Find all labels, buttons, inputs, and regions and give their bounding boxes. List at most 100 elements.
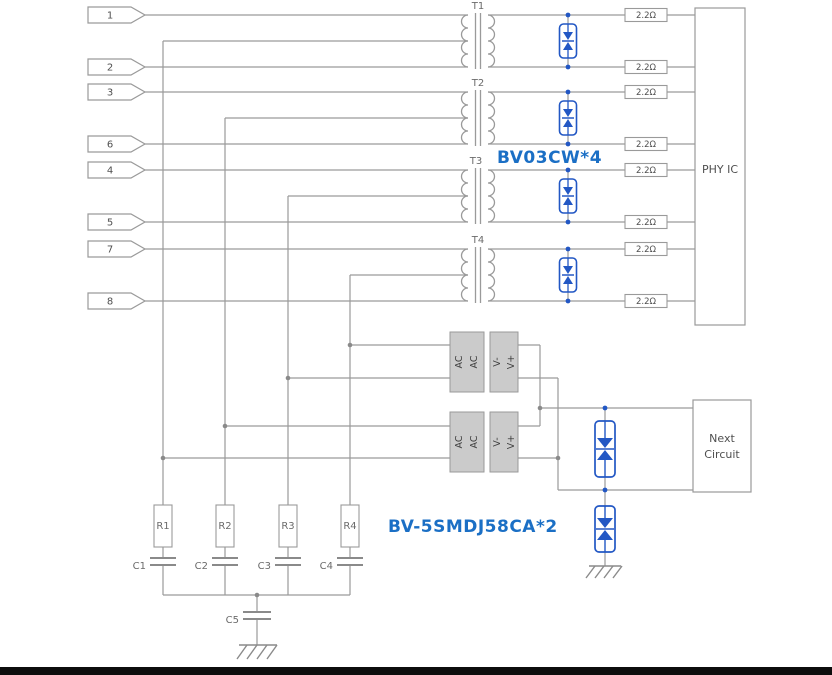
series-resistors: 2.2Ω 2.2Ω 2.2Ω 2.2Ω 2.2Ω 2.2Ω 2.2Ω 2.2Ω [624, 7, 668, 309]
bridge-pin-label: V- [492, 357, 503, 366]
capacitor-C1: C1 [133, 557, 176, 572]
transformer-label: T1 [471, 1, 484, 12]
resistor-value: 2.2Ω [636, 297, 657, 307]
capacitor-C4: C4 [320, 557, 363, 572]
diode-symbol [563, 32, 573, 40]
primary-winding [460, 14, 469, 68]
bottom-bar [0, 667, 832, 675]
pin-tag-6: 6 [87, 135, 147, 153]
termination-resistor-R3: R3 [278, 504, 298, 548]
termination-resistor-R4: R4 [340, 504, 360, 548]
resistor-value: 2.2Ω [636, 63, 657, 73]
pin-number: 6 [107, 140, 113, 151]
pin-number: 2 [107, 63, 113, 74]
termination-resistor-R1: R1 [153, 504, 173, 548]
pin-tag-shape [87, 58, 147, 76]
diode-symbol [563, 119, 573, 127]
capacitor-ref: C4 [320, 561, 333, 572]
capacitor-C2: C2 [195, 557, 238, 572]
bridge-body-right [489, 331, 519, 393]
bridge-body-left [449, 411, 485, 473]
pin-tag-4: 4 [87, 161, 147, 179]
bridge-pin-label: AC [469, 355, 480, 368]
next-circuit-label-line1: Next [709, 432, 735, 445]
next-circuit-box: Next Circuit [692, 399, 752, 493]
series-resistor: 2.2Ω [624, 293, 668, 309]
capacitor-ref: C3 [258, 561, 271, 572]
esd-diode-array [558, 257, 578, 293]
resistor-value: 2.2Ω [636, 218, 657, 228]
ground-symbol-bottom [236, 644, 278, 660]
capacitors: C1 C2 C3 C4 C5 [133, 557, 363, 626]
pin-tag-5: 5 [87, 213, 147, 231]
capacitor-ref: C2 [195, 561, 208, 572]
bridge-pin-label: AC [454, 435, 465, 448]
pin-number: 8 [107, 297, 113, 308]
bridge-rectifier-lower: AC AC V- V+ [449, 411, 519, 473]
termination-resistors: R1 R2 R3 R4 [153, 504, 360, 548]
power-tvs-lower [594, 505, 616, 553]
diode-symbol [597, 518, 613, 528]
pin-tag-shape [87, 161, 147, 179]
diode-symbol [597, 450, 613, 460]
secondary-winding [487, 248, 496, 302]
pin-number: 1 [107, 11, 113, 22]
pin-tag-shape [87, 135, 147, 153]
pin-tag-7: 7 [87, 240, 147, 258]
diode-symbol [597, 530, 613, 540]
wire-segments [145, 14, 695, 645]
secondary-winding [487, 91, 496, 145]
esd-diode-array [558, 100, 578, 136]
bridge-rectifier-upper: AC AC V- V+ [449, 331, 519, 393]
esd-diode-arrays: BV03CW*4 [497, 23, 602, 293]
bridge-pin-label: AC [454, 355, 465, 368]
primary-winding [460, 248, 469, 302]
bridge-pin-label: AC [469, 435, 480, 448]
capacitor-C3: C3 [258, 557, 301, 572]
secondary-winding [487, 169, 496, 223]
pin-number: 3 [107, 88, 113, 99]
series-resistor: 2.2Ω [624, 214, 668, 230]
bridge-body-left [449, 331, 485, 393]
transformer-T4: T4 [460, 235, 496, 303]
diode-symbol [563, 42, 573, 50]
diode-symbol [563, 109, 573, 117]
esd-diode-array [558, 23, 578, 59]
resistor-ref: R2 [218, 521, 231, 532]
pin-tag-shape [87, 213, 147, 231]
transformer-label: T4 [471, 235, 484, 246]
pin-tag-shape [87, 83, 147, 101]
diode-symbol [597, 438, 613, 448]
input-pins: 1 2 3 6 4 5 7 8 [87, 6, 147, 310]
resistor-ref: R1 [156, 521, 169, 532]
diode-symbol [563, 187, 573, 195]
resistor-value: 2.2Ω [636, 245, 657, 255]
pin-tag-8: 8 [87, 292, 147, 310]
termination-resistor-R2: R2 [215, 504, 235, 548]
power-tvs-upper [594, 420, 616, 478]
capacitor-ref: C1 [133, 561, 146, 572]
diode-symbol [563, 197, 573, 205]
pin-tag-shape [87, 6, 147, 24]
series-resistor: 2.2Ω [624, 7, 668, 23]
series-resistor: 2.2Ω [624, 84, 668, 100]
resistor-ref: R3 [281, 521, 294, 532]
bridge-body-right [489, 411, 519, 473]
resistor-value: 2.2Ω [636, 140, 657, 150]
transformer-label: T3 [469, 156, 482, 167]
series-resistor: 2.2Ω [624, 136, 668, 152]
pin-number: 4 [107, 166, 113, 177]
transformer-T2: T2 [460, 78, 496, 146]
resistor-ref: R4 [343, 521, 356, 532]
diode-symbol [563, 276, 573, 284]
phy-ic-box: PHY IC [694, 7, 746, 326]
tvs-array-part-label: BV03CW*4 [497, 148, 602, 168]
resistor-value: 2.2Ω [636, 166, 657, 176]
power-tvs-part-label: BV-5SMDJ58CA*2 [388, 517, 558, 537]
next-circuit-label-line2: Circuit [704, 448, 740, 461]
pin-tag-shape [87, 240, 147, 258]
resistor-value: 2.2Ω [636, 11, 657, 21]
capacitor-C5: C5 [226, 611, 271, 626]
